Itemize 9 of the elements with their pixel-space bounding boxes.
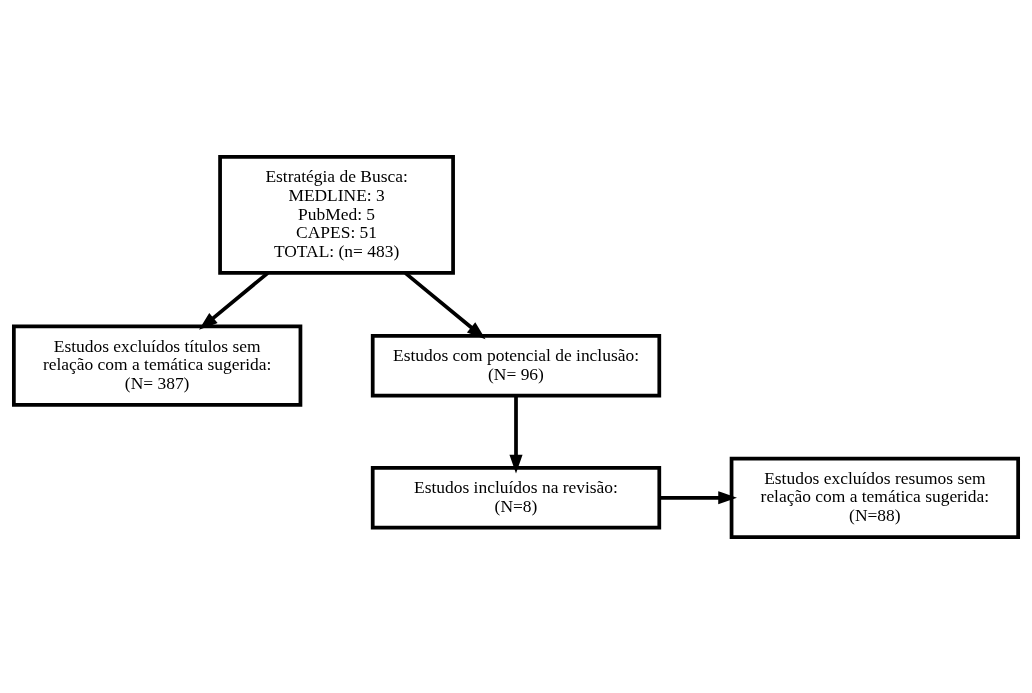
node-box: Estratégia de Busca: MEDLINE: 3 PubMed: 5 CAPES: 51 TOTAL: (n= 483)	[218, 154, 455, 275]
arrow	[404, 271, 486, 339]
node-box: Estudos excluídos resumos sem relação com a temática sugerida: (N=88)	[729, 456, 1020, 539]
node-box: Estudos excluídos títulos sem relação com a temática sugerida: (N= 387)	[12, 324, 303, 407]
node-box: Estudos incluídos na revisão: (N=8)	[370, 465, 662, 530]
arrow	[659, 490, 737, 504]
node-box: Estudos com potencial de inclusão: (N= 96)	[370, 333, 662, 397]
arrow	[198, 271, 269, 330]
arrow	[509, 395, 523, 473]
